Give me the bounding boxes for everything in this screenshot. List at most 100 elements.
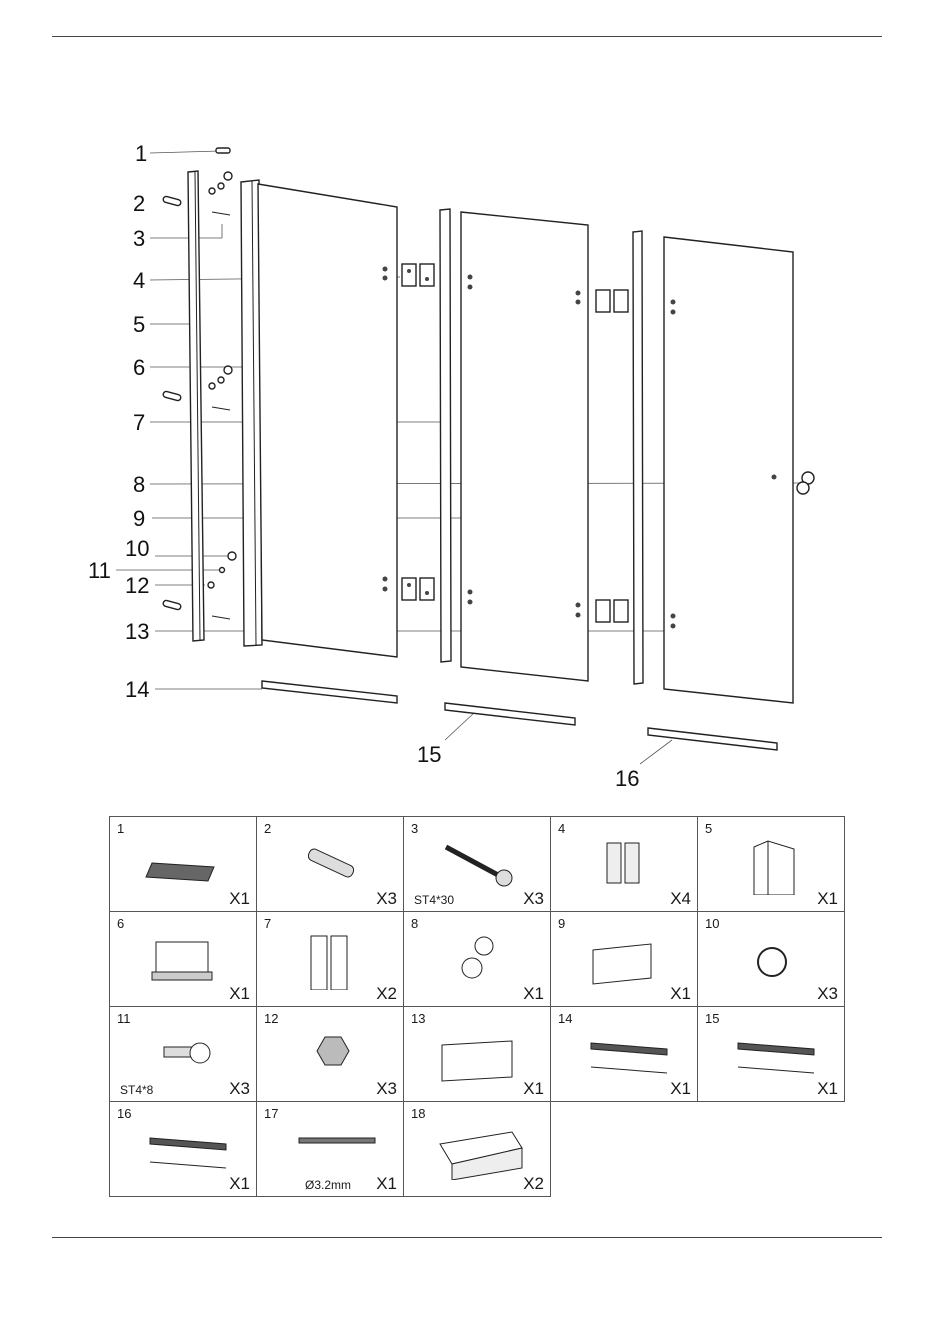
part-quantity: X1 [670,1079,691,1099]
wall-profile-icon [718,833,824,895]
part-quantity: X1 [817,1079,838,1099]
knob-icon [424,928,530,990]
seal-strip-icon [277,928,383,990]
part-quantity: X3 [229,1079,250,1099]
exploded-assembly-diagram: 1 2 3 4 5 6 7 8 9 10 11 12 13 14 15 16 [0,0,932,800]
part-quantity: X1 [229,1174,250,1194]
wall-plug-icon [277,833,383,895]
callout-13: 13 [125,619,149,644]
screw-cap-icon [718,928,824,990]
part-quantity: X1 [670,984,691,1004]
callout-5: 5 [133,312,145,337]
hinge-bottom-right [596,600,628,622]
empty-cell [698,1102,845,1197]
door-glass-panel [664,237,793,703]
nut-icon [277,1023,383,1085]
long-screw-icon [424,833,530,895]
part-number: 3 [411,821,418,836]
middle-glass-panel [461,212,588,681]
part-quantity: X1 [229,889,250,909]
middle-glass-panel-icon [571,928,677,990]
short-screw-icon [130,1023,236,1085]
callout-10: 10 [125,536,149,561]
part-number: 5 [705,821,712,836]
cap-plate-icon [130,833,236,895]
part-quantity: X1 [523,1079,544,1099]
callout-1: 1 [135,141,147,166]
part-spec: ST4*30 [414,893,454,907]
part-cell: 4X4 [551,817,698,912]
part-cell: 6X1 [110,912,257,1007]
callout-14: 14 [125,677,149,702]
part-number: 4 [558,821,565,836]
hinge-top-right [596,290,628,312]
part-quantity: X3 [523,889,544,909]
callout-3: 3 [133,226,145,251]
part-quantity: X3 [817,984,838,1004]
part-number: 11 [117,1011,131,1026]
part-quantity: X4 [670,889,691,909]
seal-strip-right [633,231,643,684]
empty-cell [551,1102,698,1197]
callout-11: 11 [88,558,111,583]
callout-6: 6 [133,355,145,380]
fixed-glass-panel [258,184,397,657]
hinge-top-left [402,264,434,286]
part-number: 2 [264,821,271,836]
part-quantity: X1 [817,889,838,909]
bottom-seal-16 [648,728,777,750]
part-number: 8 [411,916,418,931]
callout-12: 12 [125,573,149,598]
door-glass-panel-icon [424,1023,530,1085]
callout-8: 8 [133,472,145,497]
part-number: 1 [117,821,124,836]
connector-clip-icon [424,1118,530,1180]
part-quantity: X2 [523,1174,544,1194]
callout-15: 15 [417,742,441,767]
part-quantity: X3 [376,1079,397,1099]
part-quantity: X1 [523,984,544,1004]
fixed-glass-panel-icon [130,928,236,990]
wall-profile [188,171,204,641]
callout-16: 16 [615,766,639,791]
part-number: 6 [117,916,124,931]
bottom-seal-14 [262,681,397,703]
drill-bit-icon [277,1118,383,1180]
part-quantity: X1 [376,1174,397,1194]
callout-7: 7 [133,410,145,435]
bottom-rule [52,1237,882,1238]
bottom-seal-icon [718,1023,824,1085]
part-number: 7 [264,916,271,931]
callout-4: 4 [133,268,145,293]
seal-strip-left [440,209,451,662]
callout-2: 2 [133,191,145,216]
hinge-icon [571,833,677,895]
door-knob [797,472,814,494]
part-quantity: X2 [376,984,397,1004]
callout-9: 9 [133,506,145,531]
hinge-bottom-left [402,578,434,600]
bottom-seal-icon [571,1023,677,1085]
bottom-seal-icon [130,1118,236,1180]
part-quantity: X1 [229,984,250,1004]
part-quantity: X3 [376,889,397,909]
part-spec: Ø3.2mm [305,1178,351,1192]
part-number: 9 [558,916,565,931]
